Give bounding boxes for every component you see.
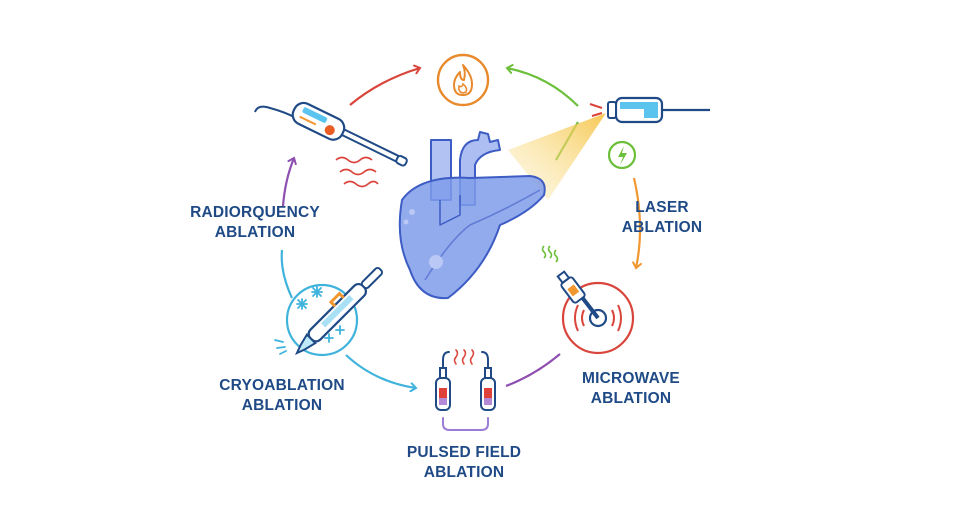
label-line: CRYOABLATION [219,377,345,394]
label-line: PULSED FIELD [406,444,522,461]
label-laser-ablation: LASER ABLATION [622,198,703,238]
label-line: ABLATION [214,224,296,241]
label-line: ABLATION [241,397,323,414]
label-line: LASER [635,199,689,216]
label-radiofrequency-ablation: RADIORQUENCY ABLATION [190,203,320,243]
arrow-rf-to-flame [349,64,422,106]
heart-icon [398,131,546,300]
lightning-icon [607,140,637,170]
label-microwave-ablation: MICROWAVE ABLATION [582,369,680,409]
cryo-probe-icon [274,266,384,357]
microwave-probe-icon [541,245,635,355]
flame-icon [436,53,490,107]
label-line: ABLATION [590,390,672,407]
pulsed-field-electrodes-icon [435,349,496,431]
connector-cryo-to-rf [280,249,293,299]
laser-device-icon [589,96,710,124]
label-line: RADIORQUENCY [190,204,320,221]
label-pulsed-field-ablation: PULSED FIELD ABLATION [407,443,521,483]
arrow-rf-up [281,156,297,207]
rf-catheter-icon [254,101,408,188]
label-line: MICROWAVE [582,370,680,387]
arrow-laser-to-flame [505,64,579,107]
arrow-cryo-to-pulsed [345,354,418,393]
label-line: ABLATION [621,219,703,236]
label-cryoablation: CRYOABLATION ABLATION [219,376,345,416]
connector-microwave-to-pulsed [505,353,561,388]
arrow-laser-to-microwave [632,177,642,270]
label-line: ABLATION [423,464,505,481]
